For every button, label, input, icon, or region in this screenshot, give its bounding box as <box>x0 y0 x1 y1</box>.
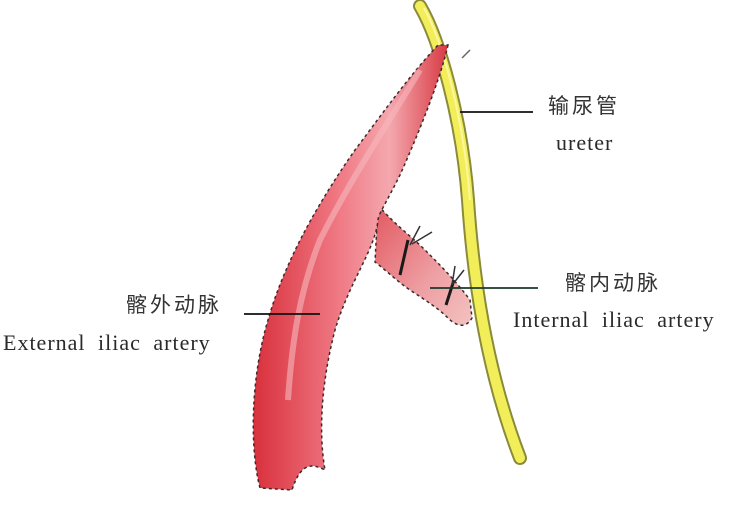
ureter-label-en: ureter <box>556 130 614 155</box>
external-iliac-artery <box>252 44 449 491</box>
external-iliac-label-en: External iliac artery <box>3 330 211 355</box>
internal-iliac-label-en: Internal iliac artery <box>513 307 715 332</box>
internal-iliac-label-zh: 髂内动脉 <box>565 271 661 295</box>
internal-iliac-artery <box>374 203 473 326</box>
ureter-label-zh: 输尿管 <box>548 94 620 118</box>
external-iliac-label-zh: 髂外动脉 <box>126 293 222 317</box>
